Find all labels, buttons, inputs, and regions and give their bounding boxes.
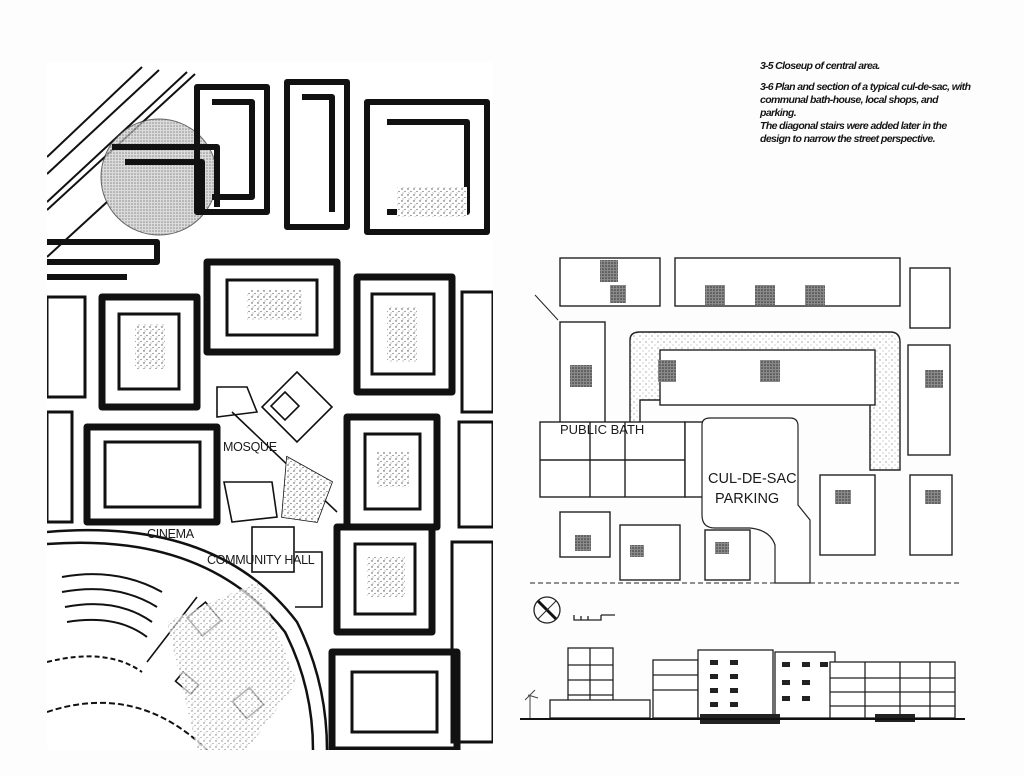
scale-bar — [573, 610, 618, 622]
cul-de-sac-plan-drawing — [530, 257, 960, 584]
north-arrow-icon — [532, 595, 562, 625]
site-plan-closeup: MOSQUE CINEMA COMMUNITY HALL — [47, 62, 493, 750]
public-bath-label: PUBLIC BATH — [560, 422, 645, 437]
cul-de-sac-plan: PUBLIC BATH CUL-DE-SAC PARKING — [530, 250, 960, 585]
site-plan-drawing — [47, 66, 493, 750]
caption-3-6-note: The diagonal stairs were added later in … — [760, 120, 947, 145]
street-section-elevation — [520, 640, 965, 730]
section-drawing — [520, 647, 965, 724]
cinema-label: CINEMA — [147, 527, 194, 541]
parking-label-line2: PARKING — [715, 491, 780, 507]
mosque-label: MOSQUE — [223, 440, 277, 454]
figure-caption: 3-5 Closeup of central area. 3-6 Plan an… — [760, 60, 975, 154]
parking-label-line1: CUL-DE-SAC — [708, 471, 797, 487]
caption-3-6: 3-6 Plan and section of a typical cul-de… — [760, 81, 971, 145]
caption-3-5: 3-5 Closeup of central area. — [760, 60, 880, 72]
community-hall-label: COMMUNITY HALL — [207, 553, 315, 567]
